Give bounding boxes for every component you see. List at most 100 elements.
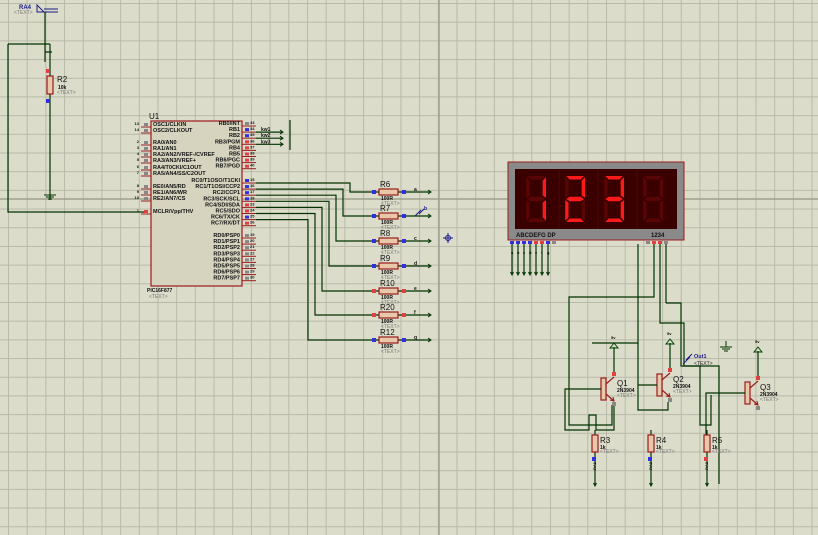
pin-name: MCLR/Vpp/THV: [153, 209, 194, 215]
net-label-kw3[interactable]: kw3: [256, 139, 284, 147]
net-label: f: [414, 310, 416, 316]
display-segment-pin[interactable]: g: [546, 241, 550, 277]
pin-number: 9: [137, 189, 140, 194]
display-common-pin[interactable]: [658, 241, 662, 244]
output-probe[interactable]: Out1 <TEXT>: [682, 353, 713, 367]
display-segment-pin[interactable]: [552, 241, 556, 244]
pin-name: RD2/PSP2: [213, 245, 240, 251]
resistor-text: <TEXT>: [600, 449, 619, 455]
display-segment-pin[interactable]: c: [522, 241, 526, 277]
net-label-kw2[interactable]: kw2: [256, 133, 284, 141]
resistor-r2[interactable]: R2 10k <TEXT>: [46, 44, 76, 200]
net-label-kw1[interactable]: kw1: [256, 127, 284, 135]
net-label-text: kw2: [261, 133, 271, 139]
display-common-pin[interactable]: [646, 241, 650, 244]
pin-name: RE0/AN5/RD: [153, 184, 186, 190]
pin-name: RE1/AN6/WR: [153, 190, 187, 196]
pin-name: RD5/PSP5: [213, 264, 240, 270]
pin-name: RD3/PSP3: [213, 251, 240, 257]
resistor-ref: R3: [600, 436, 611, 445]
segment-a: [644, 176, 662, 180]
pin-number: 2: [137, 139, 140, 144]
pin-name: RB1: [229, 127, 240, 133]
resistor-value: 100R: [381, 220, 393, 226]
wire-segment: [256, 206, 370, 292]
voltage-probe[interactable]: b: [414, 206, 427, 217]
segment-e: [565, 200, 569, 221]
common-pin-label: 1234: [651, 233, 665, 239]
display-segment-pin[interactable]: d: [528, 241, 532, 277]
resistor-ref: R10: [380, 279, 395, 288]
mcu-pin-left[interactable]: 9 RE1/AN6/WR: [137, 189, 187, 196]
segment-d: [644, 218, 662, 222]
display-common-pin[interactable]: [652, 241, 656, 244]
display-segment-pin[interactable]: f: [540, 241, 544, 277]
segment-c: [620, 200, 624, 221]
transistor-text: <TEXT>: [673, 389, 692, 395]
segment-c: [581, 200, 585, 221]
segment-a: [527, 176, 545, 180]
display-common-pin[interactable]: [664, 241, 668, 244]
segment-g: [644, 196, 662, 202]
wire-mclr: [7, 43, 148, 213]
display-segment-pin[interactable]: e: [534, 241, 538, 277]
pin-name: RD7/PSP7: [213, 276, 240, 282]
display-segment-pin[interactable]: a: [510, 241, 514, 277]
input-terminal-ra4[interactable]: RA4 <TEXT>: [14, 3, 58, 16]
display-segment-pin[interactable]: b: [516, 241, 520, 277]
resistor-text: <TEXT>: [381, 349, 400, 355]
